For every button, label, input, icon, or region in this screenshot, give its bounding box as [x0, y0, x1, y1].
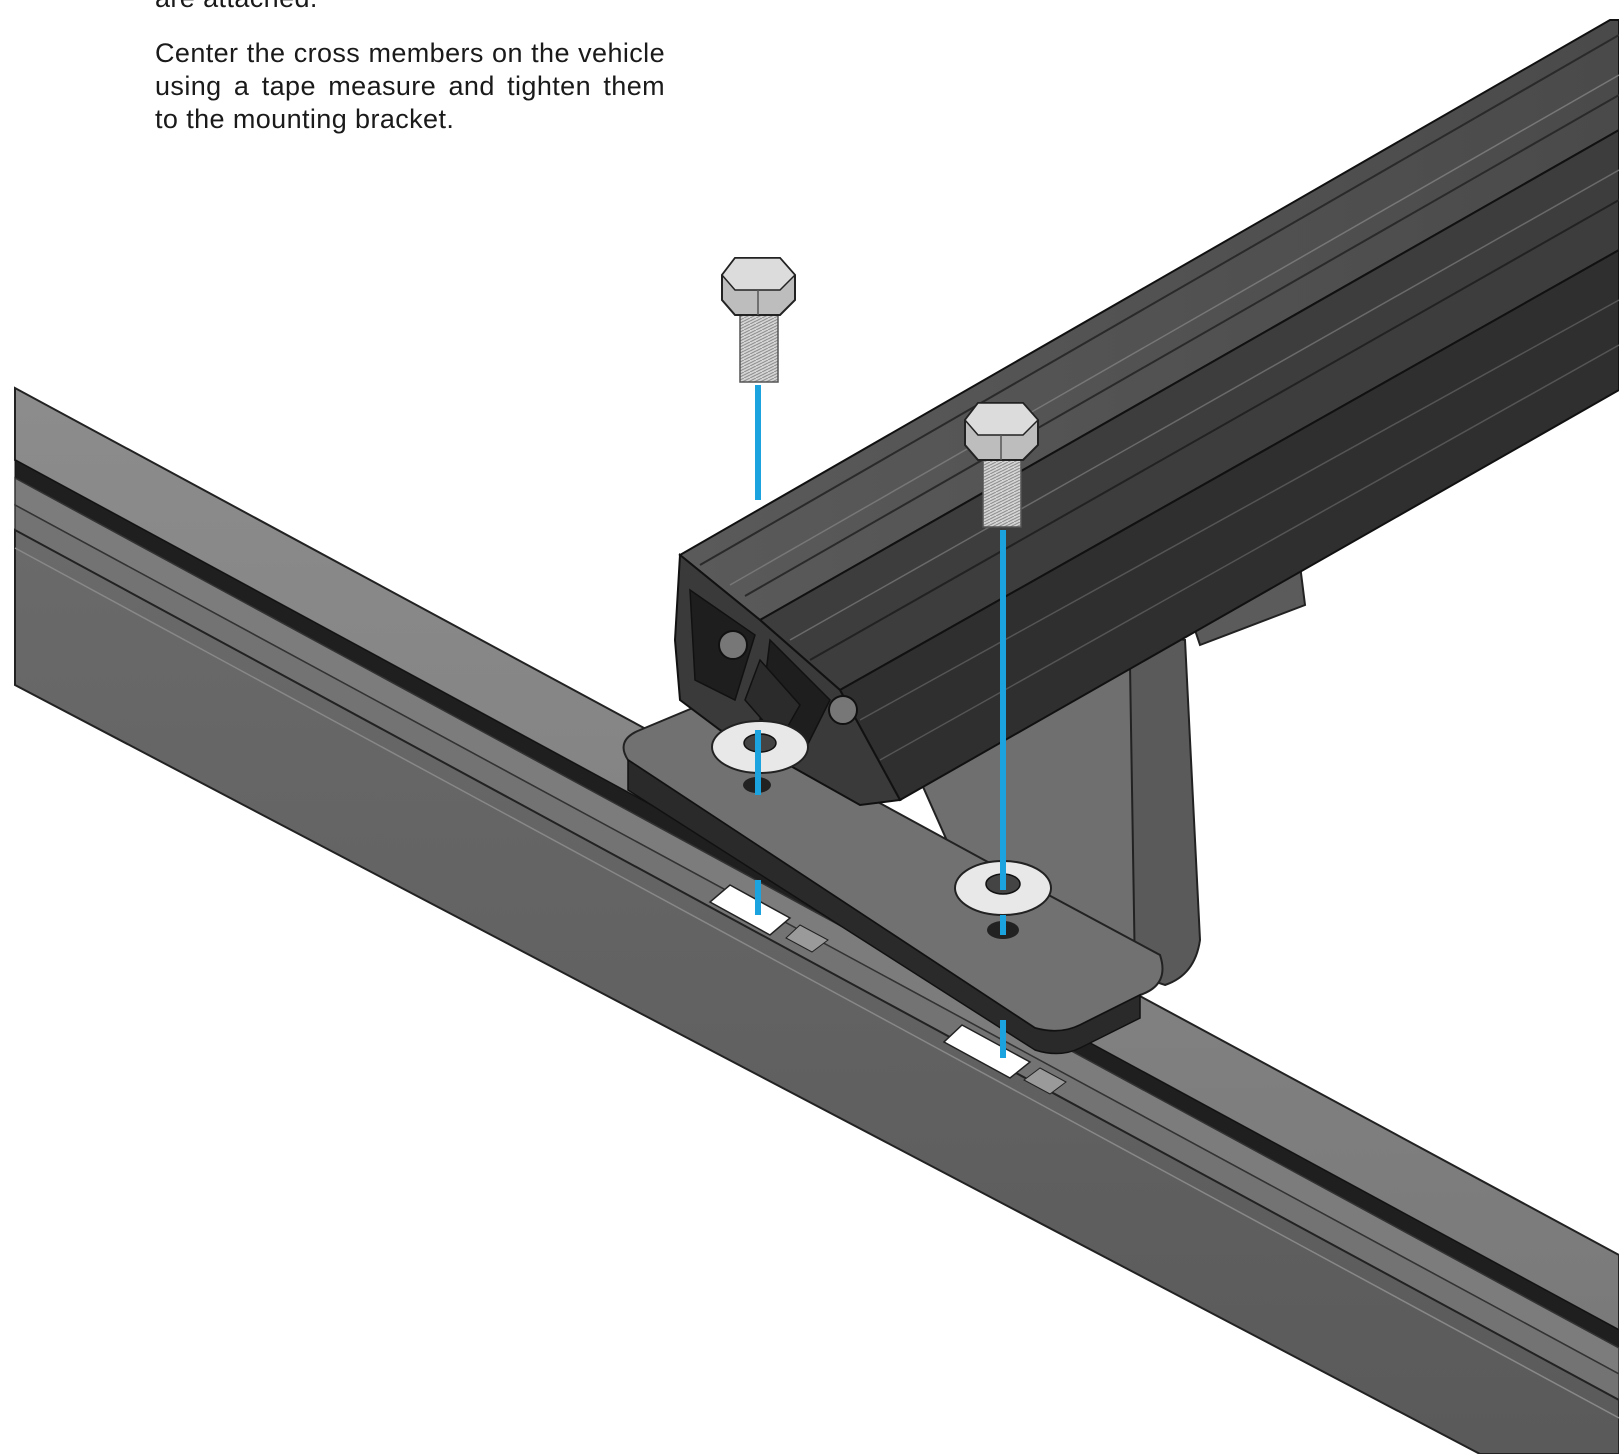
roof-rail-lip [14, 476, 1619, 1375]
rail-slot [942, 1024, 1032, 1079]
instruction-step-text: Center the cross members on the vehicle … [155, 38, 665, 134]
cross-member [673, 19, 1619, 807]
bracket-base-thickness [627, 758, 1141, 1055]
instruction-text-block: are attached. Center the cross members o… [155, 0, 665, 158]
alignment-lines [755, 385, 1006, 1058]
instruction-step-tail: are attached. [155, 0, 665, 15]
roof-rail-step [14, 503, 1619, 1401]
rail-slot [708, 884, 792, 936]
hex-bolt [721, 257, 797, 383]
hex-bolt [964, 402, 1040, 528]
rail-slot [785, 924, 829, 953]
roof-rail-side-face [14, 528, 1619, 1454]
bracket-bend [1128, 638, 1202, 987]
rail-slot [1023, 1067, 1067, 1095]
